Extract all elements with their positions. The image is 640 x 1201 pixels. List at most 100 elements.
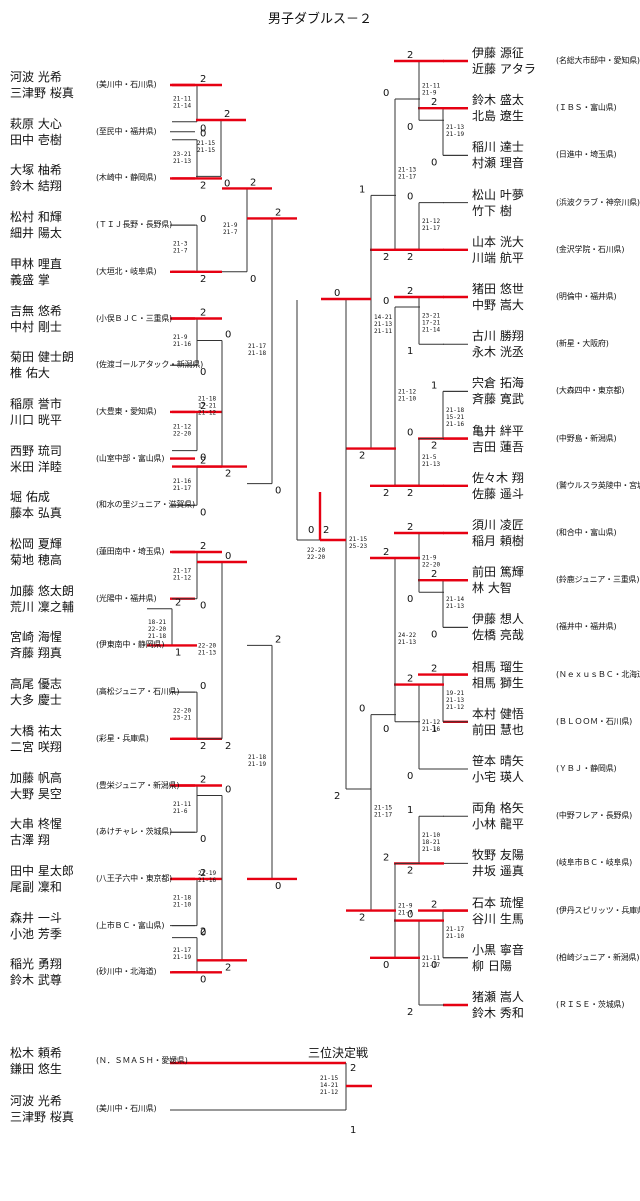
games-won-bottom: 2 — [225, 469, 231, 480]
player-name: 斉藤 寛武 — [472, 392, 524, 407]
player-name: 田中 壱樹 — [10, 132, 62, 147]
team-label: (浜波クラブ・神奈川県) — [556, 197, 640, 207]
score-set-2: 21-7 — [173, 247, 188, 254]
player-name: 伊藤 想人 — [472, 612, 524, 627]
games-won-top: 2 — [431, 97, 437, 108]
score-set-3: 21-12 — [198, 410, 216, 417]
player-name: 中野 嵩大 — [472, 298, 524, 312]
third-place-title: 三位決定戦 — [308, 1046, 369, 1060]
team-label: (木崎中・静岡県) — [96, 173, 157, 183]
score-set-1: 21-16 — [173, 478, 191, 485]
player-names: 河波 光希三津野 桜真 — [10, 1093, 92, 1125]
player-names: 松村 和輝細井 陽太 — [10, 209, 92, 241]
games-won-top: 2 — [407, 50, 413, 61]
games-won-top: 0 — [225, 330, 231, 341]
games-won-top: 0 — [200, 681, 206, 692]
games-won-bottom: 2 — [383, 252, 389, 263]
player-names: 西野 琉司米田 洋睦 — [10, 443, 92, 475]
score-set-2: 21-18 — [248, 350, 266, 357]
player-name: 猪田 悠世 — [472, 282, 524, 296]
games-won-bottom: 0 — [200, 928, 206, 939]
team-label: (ＲＩＳＥ・茨城県) — [556, 1000, 625, 1009]
games-won-top: 0 — [383, 88, 389, 99]
third-score-2: 14-21 — [320, 1082, 338, 1089]
player-name: 林 大智 — [472, 581, 512, 596]
score-set-2: 21-16 — [198, 877, 216, 884]
score-set-2: 21-10 — [446, 933, 464, 940]
team-label: (小俣ＢＪＣ・三重県) — [96, 313, 173, 323]
player-name: 相馬 獅生 — [472, 675, 524, 690]
score-set-1: 21-18 — [173, 894, 191, 901]
player-names: 堀 佑成藤本 弘真 — [10, 489, 92, 521]
games-won-bottom: 2 — [407, 865, 413, 876]
games-won-bottom: 2 — [334, 791, 340, 802]
games-won-top: 2 — [200, 308, 206, 319]
games-won-bottom: 2 — [383, 488, 389, 499]
score-set-1: 14-21 — [374, 314, 392, 321]
player-name: 石本 琉惺 — [472, 895, 524, 910]
games-won-top: 2 — [407, 522, 413, 533]
score-set-2: 21-16 — [422, 726, 440, 733]
score-set-1: 21-11 — [422, 955, 440, 962]
player-name: 亀井 絆平 — [472, 423, 524, 438]
games-won-top: 0 — [225, 785, 231, 796]
final-games-left: 0 — [308, 525, 314, 536]
games-won-top: 0 — [407, 192, 413, 203]
player-names: 大塚 柚希鈴木 結翔 — [10, 162, 92, 194]
games-won-top: 2 — [275, 634, 281, 645]
games-won-top: 0 — [407, 428, 413, 439]
games-won-top: 1 — [359, 184, 365, 195]
score-set-1: 21-11 — [173, 95, 191, 102]
score-set-3: 21-11 — [374, 328, 392, 335]
score-set-1: 21-12 — [173, 423, 191, 430]
score-set-1: 23-21 — [173, 151, 191, 158]
team-label: (和水の里ジュニア・滋賀県) — [96, 500, 195, 510]
games-won-bottom: 0 — [407, 594, 413, 605]
player-name: 相馬 瑠生 — [472, 659, 524, 674]
player-names: 加藤 帆高大野 昊空 — [10, 770, 92, 802]
score-set-1: 21-10 — [422, 832, 440, 839]
player-name: 竹下 樹 — [472, 203, 512, 218]
player-names: 菊田 健士朗椎 佑大 — [10, 349, 92, 381]
player-names: 石本 琉惺谷川 生馬 — [472, 895, 554, 927]
team-label: (ＴＩＪ長野・長野県) — [96, 220, 173, 230]
score-set-1: 21-18 — [248, 754, 266, 761]
player-name: 井坂 遥真 — [472, 864, 524, 879]
player-name: 小池 芳季 — [10, 926, 62, 941]
score-set-2: 21-13 — [374, 321, 392, 328]
player-name: 大野 昊空 — [10, 786, 62, 801]
score-set-1: 21-9 — [398, 903, 413, 910]
player-name: 両角 格矢 — [472, 801, 524, 816]
player-name: 堀 佑成 — [10, 490, 50, 505]
player-name: 鎌田 悠生 — [10, 1062, 62, 1076]
player-name: 西野 琉司 — [10, 443, 62, 458]
score-set-2: 21-16 — [173, 341, 191, 348]
score-set-3: 21-12 — [446, 704, 464, 711]
games-won-top: 0 — [200, 214, 206, 225]
games-won-top: 2 — [175, 598, 181, 609]
player-name: 斉藤 翔真 — [10, 646, 62, 661]
team-label: (豊栄ジュニア・新潟県) — [96, 780, 180, 790]
player-name: 前田 篤輝 — [472, 565, 524, 580]
team-label: (鷲ウルスラ英陵中・宮城県) — [556, 480, 640, 490]
games-won-bottom: 2 — [359, 913, 365, 924]
games-won-top: 2 — [200, 541, 206, 552]
final-games-right: 2 — [323, 525, 329, 536]
games-won-bottom: 0 — [200, 507, 206, 518]
games-won-bottom: 0 — [200, 974, 206, 985]
score-set-2: 21-19 — [248, 761, 266, 768]
player-name: 椎 佑大 — [10, 366, 50, 381]
player-names: 鈴木 盛太北島 遼生 — [472, 92, 554, 124]
games-won-bottom: 1 — [431, 724, 437, 735]
team-label: (ＮｅｘｕｓＢＣ・北海道) — [556, 669, 640, 679]
player-names: 笹本 晴矢小宅 瑛人 — [472, 753, 554, 785]
player-name: 鈴木 武尊 — [10, 973, 62, 988]
player-name: 藤本 弘真 — [10, 506, 62, 521]
player-name: 鈴木 結翔 — [10, 179, 62, 194]
player-name: 小林 龍平 — [472, 817, 524, 832]
games-won-top: 0 — [225, 551, 231, 562]
score-set-2: 21-13 — [198, 649, 216, 656]
player-name: 荒川 凜之輔 — [10, 599, 74, 614]
player-name: 猪瀬 嵩人 — [472, 990, 524, 1004]
games-won-top: 2 — [200, 868, 206, 879]
